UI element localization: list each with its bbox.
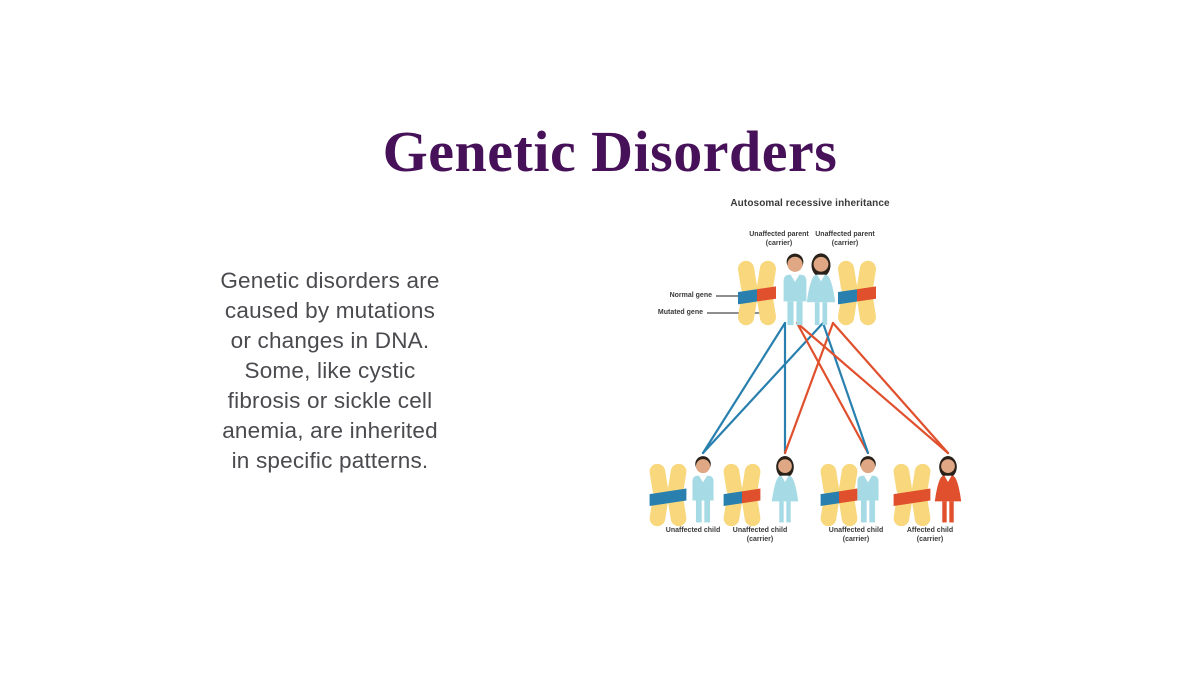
inheritance-line-normal <box>821 321 870 455</box>
child-label-1: Unaffected child <box>665 527 721 534</box>
diagram-canvas <box>649 253 962 527</box>
parent-chromosome-2 <box>838 260 876 326</box>
gene-label-mutated: Mutated gene <box>657 309 703 316</box>
child-chromosome-3 <box>820 463 858 527</box>
child-chromosome-2 <box>723 463 761 527</box>
child-figure-3 <box>857 456 879 523</box>
gene-label-normal: Normal gene <box>669 292 712 299</box>
inheritance-diagram: Autosomal recessive inheritance Unaffect… <box>640 195 990 563</box>
body-paragraph: Genetic disorders are caused by mutation… <box>220 268 440 473</box>
parent-chromosome-1 <box>738 260 776 326</box>
inheritance-line-mutated <box>795 321 870 455</box>
inheritance-line-mutated <box>831 321 950 455</box>
inheritance-lines <box>701 321 950 455</box>
inheritance-line-normal <box>701 321 787 455</box>
child-chromosome-1 <box>649 463 687 527</box>
child-label-2: Unaffected child (carrier) <box>732 527 788 543</box>
parent-figure-1 <box>783 253 807 326</box>
child-figure-2 <box>771 456 799 523</box>
child-figure-1 <box>692 456 714 523</box>
child-figure-4 <box>934 456 962 523</box>
parent-figure-2 <box>806 253 836 326</box>
child-chromosome-4 <box>893 463 931 527</box>
inheritance-line-mutated <box>795 321 950 455</box>
inheritance-line-mutated <box>783 321 835 455</box>
parent-label-left: Unaffected parent (carrier) <box>749 231 809 247</box>
child-label-3: Unaffected child (carrier) <box>828 527 884 543</box>
inheritance-line-normal <box>701 321 825 455</box>
diagram-title: Autosomal recessive inheritance <box>730 198 890 209</box>
slide-title: Genetic Disorders <box>382 119 838 184</box>
child-label-4: Affected child (carrier) <box>906 527 954 543</box>
parent-label-right: Unaffected parent (carrier) <box>815 231 875 247</box>
